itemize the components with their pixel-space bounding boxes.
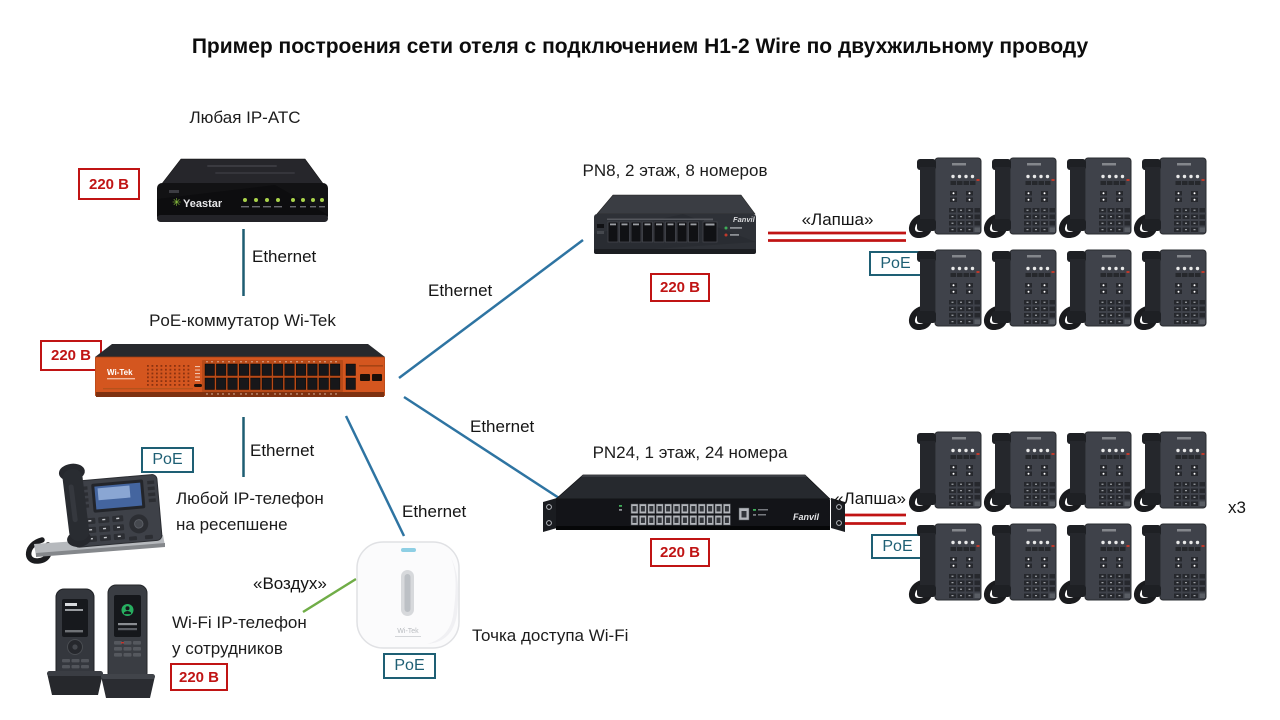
ethernet-label-reception: Ethernet	[250, 441, 315, 460]
power-badge-text: 220 В	[50, 347, 92, 364]
ethernet-label-pn8: Ethernet	[428, 281, 493, 300]
power-badge-atc: 220 В	[78, 168, 140, 200]
ip-atc-brand: Yeastar	[183, 198, 223, 210]
label-pn24: PN24, 1 этаж, 24 номера	[592, 443, 788, 462]
ip-phone-device	[908, 520, 982, 604]
poe-badge-text: PoE	[394, 657, 425, 674]
diagram-title: Пример построения сети отеля с подключен…	[191, 35, 1089, 58]
lapsha-label-pn24: «Лапша»	[834, 489, 906, 508]
ip-phone-device	[1133, 428, 1207, 512]
ethernet-line-switch-pn8	[398, 239, 584, 379]
label-access-point: Точка доступа Wi-Fi	[472, 626, 629, 645]
ethernet-label-atc: Ethernet	[252, 247, 317, 266]
poe-switch-device: Wi-Tek	[95, 344, 385, 397]
poe-badge-text: PoE	[152, 451, 183, 468]
lapsha-label-pn8: «Лапша»	[801, 210, 874, 229]
yeastar-logo-icon: ✳	[172, 197, 181, 209]
power-badge-switch: 220 В	[40, 340, 102, 371]
power-badge-text: 220 В	[178, 668, 220, 686]
ip-phone-device	[1058, 154, 1132, 238]
ethernet-line-switch-ap	[344, 415, 406, 537]
ethernet-label-pn24: Ethernet	[470, 417, 535, 436]
pn8-device: Fanvil	[594, 194, 756, 254]
label-reception-line1: Любой IP-телефон	[176, 489, 324, 508]
ethernet-label-ap: Ethernet	[402, 502, 467, 521]
power-badge-wifi-phone: 220 В	[170, 663, 228, 691]
witek-logo: Wi-Tek	[107, 368, 133, 377]
phone-group-floor2	[908, 154, 1207, 330]
ip-phone-device	[908, 246, 982, 330]
label-ip-atc: Любая IP-АТС	[189, 108, 301, 127]
power-badge-text: 220 В	[659, 279, 701, 296]
ip-atc-device: Yeastar ✳	[157, 158, 328, 222]
label-poe-switch: PoE-коммутатор Wi-Tek	[149, 311, 336, 330]
poe-badge-text: PoE	[882, 537, 913, 555]
ip-phone-device	[983, 428, 1057, 512]
label-wifi-phone: Wi-Fi IP-телефон у сотрудников	[172, 610, 307, 662]
label-wifi-line1: Wi-Fi IP-телефон	[172, 613, 307, 632]
ip-phone-device	[1133, 154, 1207, 238]
power-badge-text: 220 В	[88, 175, 130, 193]
ip-phone-device	[983, 520, 1057, 604]
poe-badge-reception: PoE	[141, 447, 194, 473]
wifi-phone-device	[47, 584, 155, 698]
poe-badge-pn8-phones: PoE	[869, 251, 922, 276]
ip-phone-device	[1058, 246, 1132, 330]
ip-phone-device	[908, 428, 982, 512]
label-reception-line2: на ресепшене	[176, 515, 288, 534]
multiplier-label: x3	[1228, 498, 1246, 517]
ap-brand: Wi-Tek	[397, 628, 419, 635]
poe-badge-pn24-phones: PoE	[871, 534, 924, 559]
power-badge-pn8: 220 В	[650, 273, 710, 302]
poe-badge-text: PoE	[880, 254, 911, 272]
pn24-device: Fanvil	[543, 474, 845, 532]
access-point-device: Wi-Tek	[356, 541, 460, 649]
ethernet-line-switch-pn24	[403, 395, 560, 500]
phone-group-floor1	[908, 428, 1207, 604]
reception-phone-device	[26, 463, 165, 564]
vozduh-label: «Воздух»	[253, 574, 327, 593]
label-wifi-line2: у сотрудников	[172, 639, 283, 658]
ip-phone-device	[1133, 520, 1207, 604]
power-badge-text: 220 В	[659, 544, 701, 561]
ip-phone-device	[983, 246, 1057, 330]
pn24-brand: Fanvil	[793, 512, 820, 522]
ip-phone-device	[1058, 520, 1132, 604]
poe-badge-ap: PoE	[383, 653, 436, 679]
pn8-brand: Fanvil	[733, 215, 756, 224]
label-pn8: PN8, 2 этаж, 8 номеров	[582, 161, 768, 180]
power-badge-pn24: 220 В	[650, 538, 710, 567]
ip-phone-device	[1133, 246, 1207, 330]
label-reception-phone: Любой IP-телефон на ресепшене	[176, 486, 324, 538]
ip-phone-device	[1058, 428, 1132, 512]
ip-phone-device	[908, 154, 982, 238]
ip-phone-device	[983, 154, 1057, 238]
